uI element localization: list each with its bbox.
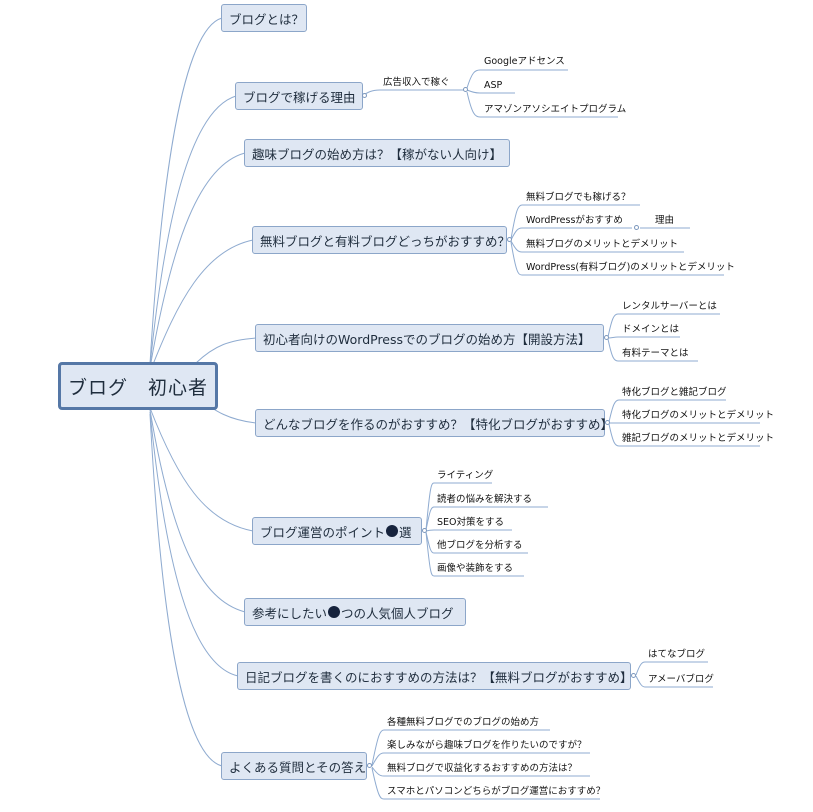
redaction-mark [328, 606, 341, 618]
topic-free-vs-paid[interactable]: 無料ブログと有料ブログどっちがおすすめ？ [252, 226, 511, 254]
subtopic-general-pros-cons[interactable]: 雑記ブログのメリットとデメリット [622, 433, 775, 444]
topic-label: どんなブログを作るのがおすすめ？【特化ブログがおすすめ】 [263, 416, 614, 432]
topic-what-is-blog[interactable]: ブログとは？ [221, 4, 307, 32]
subtopic-ameba-blog[interactable]: アメーバブログ [648, 674, 714, 685]
expand-dot[interactable] [463, 87, 468, 92]
connector [149, 411, 239, 677]
topic-label-part: ブログ運営のポイント [260, 524, 386, 540]
connector [425, 531, 435, 554]
connector [371, 752, 385, 767]
connector [425, 529, 435, 532]
subtopic-free-can-earn[interactable]: 無料ブログでも稼げる？ [526, 192, 631, 203]
connector [371, 767, 385, 800]
connector [635, 675, 646, 688]
topic-label: ブログで稼げる理由 [243, 89, 356, 105]
topic-label: 趣味ブログの始め方は？【稼がない人向け】 [252, 146, 503, 162]
expand-dot[interactable] [507, 237, 512, 242]
connector [149, 409, 246, 613]
root-topic[interactable]: ブログ 初心者 [58, 362, 218, 410]
topic-label-part: 選 [399, 524, 412, 540]
subtopic-hobby-blog-question[interactable]: 楽しみながら趣味ブログを作りたいのですが？ [387, 740, 587, 751]
topic-label-part: 参考にしたい [252, 605, 328, 621]
subtopic-writing[interactable]: ライティング [437, 470, 494, 481]
subtopic-free-blog-start[interactable]: 各種無料ブログでのブログの始め方 [387, 717, 540, 728]
subtopic-rental-server[interactable]: レンタルサーバーとは [622, 301, 717, 312]
topic-wordpress-start[interactable]: 初心者向けのWordPressでのブログの始め方【開設方法】 [255, 324, 604, 352]
subtopic-analyze-blogs[interactable]: 他ブログを分析する [437, 540, 523, 551]
topic-label: 初心者向けのWordPressでのブログの始め方【開設方法】 [263, 331, 591, 347]
subtopic-hatena-blog[interactable]: はてなブログ [648, 649, 706, 660]
expand-dot[interactable] [605, 420, 610, 425]
subtopic-images-decoration[interactable]: 画像や装飾をする [437, 563, 514, 574]
subtopic-niche-vs-general[interactable]: 特化ブログと雑記ブログ [622, 387, 727, 398]
subtopic-wordpress-pros-cons[interactable]: WordPress(有料ブログ)のメリットとデメリット [526, 262, 735, 273]
connector [466, 89, 481, 94]
connector [149, 152, 246, 369]
subtopic-ad-income[interactable]: 広告収入で稼ぐ [383, 77, 450, 88]
connector [149, 17, 223, 365]
connector [510, 227, 523, 241]
expand-dot[interactable] [604, 335, 609, 340]
subtopic-amazon-associate[interactable]: アマゾンアソシエイトプログラム [484, 104, 627, 115]
subtopic-domain[interactable]: ドメインとは [622, 324, 680, 335]
expand-dot[interactable] [422, 528, 427, 533]
expand-dot[interactable] [634, 225, 639, 230]
topic-label: 日記ブログを書くのにおすすめの方法は？【無料ブログがおすすめ】 [245, 669, 633, 685]
subtopic-seo[interactable]: SEO対策をする [437, 517, 505, 528]
expand-dot[interactable] [362, 93, 367, 98]
topic-label: よくある質問とその答え [229, 759, 367, 775]
connector [425, 506, 435, 531]
topic-operation-points[interactable]: ブログ運営のポイント選 [252, 517, 422, 545]
connector [608, 423, 620, 447]
connector [466, 91, 481, 118]
connector [607, 338, 619, 362]
connector [149, 239, 254, 373]
connector [466, 69, 481, 89]
subtopic-monetize-question[interactable]: 無料ブログで収益化するおすすめの方法は？ [387, 763, 578, 774]
connector [635, 661, 646, 676]
connector [149, 95, 237, 367]
topic-label: ブログとは？ [229, 11, 305, 27]
subtopic-reason[interactable]: 理由 [655, 215, 675, 226]
subtopic-paid-theme[interactable]: 有料テーマとは [622, 348, 689, 359]
topic-diary-blog[interactable]: 日記ブログを書くのにおすすめの方法は？【無料ブログがおすすめ】 [237, 662, 633, 690]
subtopic-google-adsense[interactable]: Googleアドセンス [484, 56, 565, 67]
connector [607, 336, 619, 339]
connector [195, 337, 257, 364]
connector [371, 766, 385, 777]
topic-which-blog[interactable]: どんなブログを作るのがおすすめ？【特化ブログがおすすめ】 [255, 409, 613, 437]
connector [510, 241, 523, 276]
connector [149, 407, 254, 532]
subtopic-free-pros-cons[interactable]: 無料ブログのメリットとデメリット [526, 239, 679, 250]
subtopic-wordpress-recommend[interactable]: WordPressがおすすめ [526, 215, 623, 226]
connector [371, 729, 385, 766]
connector [608, 399, 620, 423]
topic-why-earn[interactable]: ブログで稼げる理由 [235, 82, 363, 110]
subtopic-asp[interactable]: ASP [484, 80, 503, 91]
root-topic-label: ブログ 初心者 [67, 376, 208, 399]
connector [607, 313, 619, 338]
topic-label: 無料ブログと有料ブログどっちがおすすめ？ [260, 233, 511, 249]
connector [425, 482, 435, 531]
subtopic-phone-vs-pc[interactable]: スマホとパソコンどちらがブログ運営におすすめ？ [387, 786, 606, 797]
topic-hobby-blog[interactable]: 趣味ブログの始め方は？【稼がない人向け】 [244, 139, 510, 167]
expand-dot[interactable] [367, 763, 372, 768]
redaction-mark [386, 525, 399, 537]
connector [510, 240, 523, 253]
expand-dot[interactable] [631, 673, 636, 678]
subtopic-solve-problems[interactable]: 読者の悩みを解決する [437, 494, 533, 505]
connector [425, 531, 435, 577]
topic-label-part: つの人気個人ブログ [341, 605, 454, 621]
topic-faq[interactable]: よくある質問とその答え [221, 752, 367, 780]
topic-popular-blogs[interactable]: 参考にしたいつの人気個人ブログ [244, 598, 466, 626]
connector [149, 413, 223, 767]
subtopic-niche-pros-cons[interactable]: 特化ブログのメリットとデメリット [622, 410, 775, 421]
connector [510, 204, 523, 240]
